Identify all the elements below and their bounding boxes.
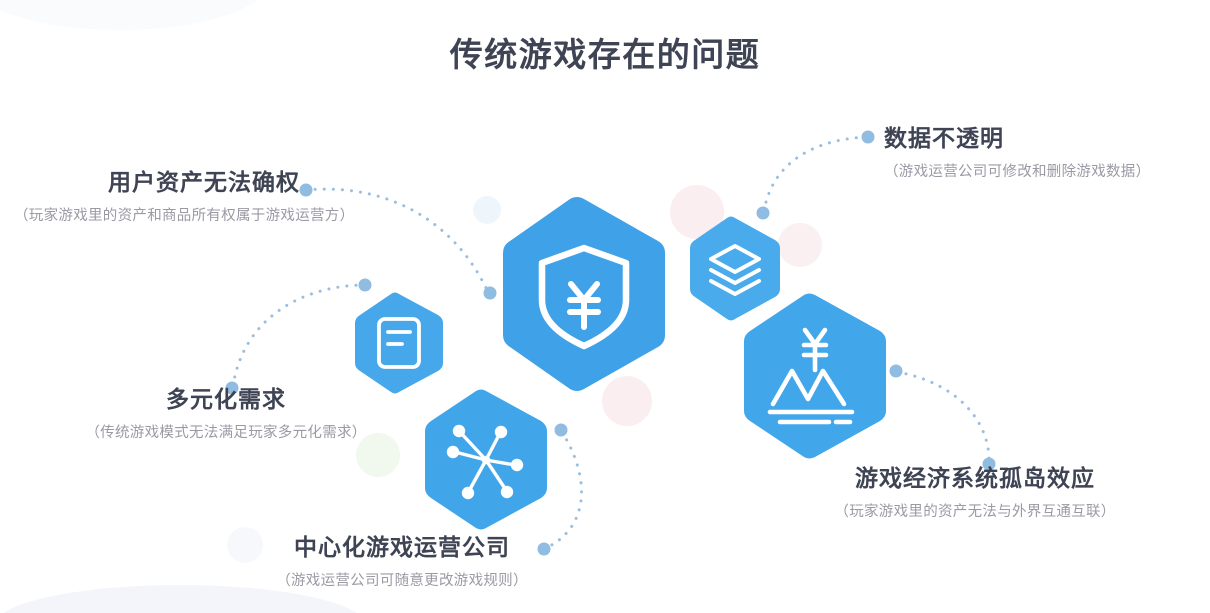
island-yen-icon — [767, 327, 855, 425]
label-diversified-demand: 多元化需求 （传统游戏模式无法满足玩家多元化需求） — [82, 385, 370, 444]
label-diversified-demand-title: 多元化需求 — [166, 386, 286, 412]
label-user-asset-rights: 用户资产无法确权 （玩家游戏里的资产和商品所有权属于游戏运营方） — [14, 168, 355, 227]
label-data-not-transparent-subtitle: （游戏运营公司可修改和删除游戏数据） — [884, 163, 1151, 180]
hex-centralized-operator[interactable] — [422, 388, 550, 531]
label-user-asset-rights-subtitle: （玩家游戏里的资产和商品所有权属于游戏运营方） — [14, 207, 355, 224]
connector-dot-island-end — [982, 457, 996, 471]
document-icon — [377, 317, 421, 369]
connector-dot-data-start — [756, 206, 770, 220]
connector-data-transparency — [762, 135, 868, 213]
label-user-asset-rights-title: 用户资产无法确权 — [108, 169, 300, 195]
label-centralized-operator-title: 中心化游戏运营公司 — [294, 534, 510, 560]
hexagon-shape — [690, 216, 780, 321]
connector-dot-diversified-end — [358, 278, 372, 292]
connector-diversified — [231, 283, 365, 388]
connector-dot-island-start — [889, 364, 903, 378]
label-data-not-transparent-title: 数据不透明 — [884, 125, 1004, 151]
label-data-not-transparent: 数据不透明 （游戏运营公司可修改和删除游戏数据） — [884, 124, 1194, 183]
hex-diversified-demand[interactable] — [352, 291, 446, 395]
shield-yen-icon — [538, 244, 630, 350]
connector-dot-diversified-start — [225, 381, 239, 395]
label-centralized-operator: 中心化游戏运营公司 （游戏运营公司可随意更改游戏规则） — [268, 533, 536, 592]
label-centralized-operator-subtitle: （游戏运营公司可随意更改游戏规则） — [276, 572, 528, 589]
connector-user-asset — [304, 187, 490, 294]
layers-icon — [709, 244, 761, 296]
connector-dot-user-asset-start — [299, 183, 313, 197]
hex-economy-island[interactable] — [740, 292, 890, 460]
connector-dot-centralized-start — [554, 423, 568, 437]
label-diversified-demand-subtitle: （传统游戏模式无法满足玩家多元化需求） — [85, 424, 367, 441]
hexagon-shape — [503, 197, 665, 391]
hex-user-asset-rights[interactable] — [498, 196, 670, 392]
network-hub-icon — [446, 424, 524, 500]
connector-centralized — [544, 430, 583, 550]
connector-dot-user-asset-end — [483, 286, 497, 300]
connector-dot-centralized-end — [537, 542, 551, 556]
connector-dot-data-end — [861, 130, 875, 144]
hex-data-not-transparent[interactable] — [687, 215, 783, 322]
label-economy-island: 游戏经济系统孤岛效应 （玩家游戏里的资产无法与外界互通互联） — [826, 464, 1124, 523]
hexagon-shape — [744, 293, 886, 459]
label-economy-island-subtitle: （玩家游戏里的资产无法与外界互通互联） — [834, 503, 1116, 520]
label-economy-island-title: 游戏经济系统孤岛效应 — [855, 465, 1095, 491]
page-title: 传统游戏存在的问题 — [449, 36, 761, 73]
connector-island-effect — [895, 370, 991, 464]
